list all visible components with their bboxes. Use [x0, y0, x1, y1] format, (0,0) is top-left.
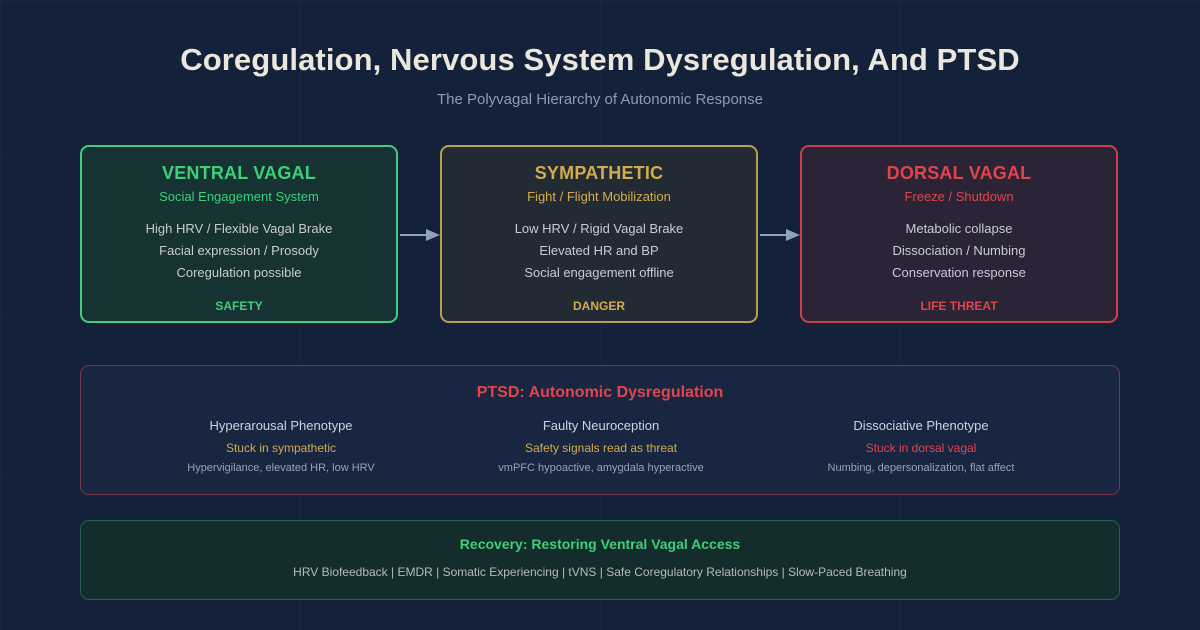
card-title: VENTRAL VAGAL: [162, 163, 316, 183]
card-feature-list: High HRV / Flexible Vagal Brake Facial e…: [82, 218, 396, 284]
card-ventral-vagal: VENTRAL VAGAL Social Engagement System H…: [80, 145, 398, 323]
ptsd-column-name: Faulty Neuroception: [542, 418, 660, 433]
arrow-right-icon: [760, 229, 800, 241]
card-feature: Elevated HR and BP: [539, 243, 659, 258]
ptsd-column-state: Stuck in dorsal vagal: [865, 441, 977, 455]
card-dorsal-vagal: DORSAL VAGAL Freeze / Shutdown Metabolic…: [800, 145, 1118, 323]
card-subtitle: Fight / Flight Mobilization: [527, 189, 671, 204]
card-sympathetic: SYMPATHETIC Fight / Flight Mobilization …: [440, 145, 758, 323]
card-feature: Social engagement offline: [524, 265, 674, 280]
ptsd-column-hyperarousal: Hyperarousal Phenotype Stuck in sympathe…: [131, 418, 431, 476]
card-feature: Dissociation / Numbing: [892, 243, 1026, 258]
ptsd-column-name: Dissociative Phenotype: [853, 418, 989, 433]
recovery-interventions: HRV Biofeedback | EMDR | Somatic Experie…: [293, 565, 907, 579]
card-feature-list: Metabolic collapse Dissociation / Numbin…: [802, 218, 1116, 284]
page-subtitle: The Polyvagal Hierarchy of Autonomic Res…: [436, 91, 763, 108]
card-feature: Coregulation possible: [176, 265, 302, 280]
ptsd-column-state: Stuck in sympathetic: [225, 441, 337, 455]
card-feature: High HRV / Flexible Vagal Brake: [145, 221, 333, 236]
card-subtitle: Freeze / Shutdown: [904, 189, 1014, 204]
card-feature: Metabolic collapse: [905, 221, 1013, 236]
page-title: Coregulation, Nervous System Dysregulati…: [180, 42, 1020, 77]
card-title: DORSAL VAGAL: [886, 163, 1032, 183]
card-subtitle: Social Engagement System: [159, 189, 319, 204]
recovery-title: Recovery: Restoring Ventral Vagal Access: [459, 536, 741, 552]
card-footer-label: DANGER: [572, 299, 625, 313]
card-footer-label: LIFE THREAT: [920, 299, 998, 313]
card-title: SYMPATHETIC: [534, 163, 664, 183]
ptsd-title: PTSD: Autonomic Dysregulation: [476, 384, 724, 401]
ptsd-column-state: Safety signals read as threat: [524, 441, 678, 455]
card-feature: Low HRV / Rigid Vagal Brake: [514, 221, 684, 236]
card-feature-list: Low HRV / Rigid Vagal Brake Elevated HR …: [442, 218, 756, 284]
card-feature: Facial expression / Prosody: [159, 243, 319, 258]
ptsd-column-detail: vmPFC hypoactive, amygdala hyperactive: [498, 462, 704, 474]
ptsd-column-neuroception: Faulty Neuroception Safety signals read …: [451, 418, 751, 476]
recovery-panel: Recovery: Restoring Ventral Vagal Access…: [80, 520, 1120, 600]
ptsd-column-detail: Numbing, depersonalization, flat affect: [827, 462, 1015, 474]
card-footer-label: SAFETY: [215, 299, 263, 313]
ptsd-column-name: Hyperarousal Phenotype: [209, 418, 353, 433]
ptsd-panel: PTSD: Autonomic Dysregulation Hyperarous…: [80, 365, 1120, 495]
arrow-right-icon: [400, 229, 440, 241]
ptsd-column-dissociative: Dissociative Phenotype Stuck in dorsal v…: [771, 418, 1071, 476]
ptsd-column-detail: Hypervigilance, elevated HR, low HRV: [187, 462, 375, 474]
card-feature: Conservation response: [892, 265, 1026, 280]
